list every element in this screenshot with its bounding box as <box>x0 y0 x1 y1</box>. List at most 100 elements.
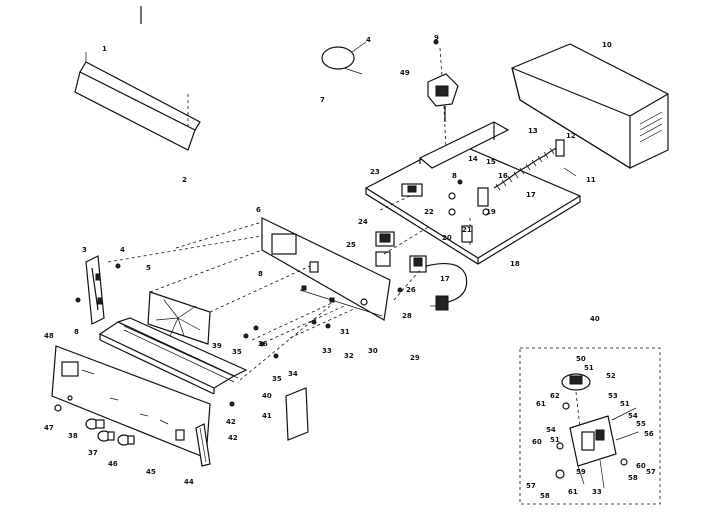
label-51c: 51 <box>550 436 560 444</box>
label-40b: 40 <box>590 315 600 323</box>
label-11: 11 <box>586 176 596 184</box>
label-57b: 57 <box>526 482 536 490</box>
bracket-part-13 <box>418 121 510 169</box>
label-49: 49 <box>400 69 410 77</box>
label-59: 59 <box>576 468 586 476</box>
knob-46 <box>117 434 135 446</box>
label-10: 10 <box>602 41 612 49</box>
control-bar-part <box>98 317 248 395</box>
label-24: 24 <box>358 218 368 226</box>
label-48: 48 <box>44 332 54 340</box>
label-1: 1 <box>102 45 107 53</box>
trim-bar-part <box>74 52 201 151</box>
label-6: 6 <box>256 206 261 214</box>
label-23: 23 <box>370 168 380 176</box>
label-45: 45 <box>146 468 156 476</box>
label-31: 31 <box>340 328 350 336</box>
screws-hardware <box>75 39 463 407</box>
label-4a: 4 <box>366 36 371 44</box>
label-51a: 51 <box>584 364 594 372</box>
label-21: 21 <box>462 226 472 234</box>
assembly-guide-lines <box>107 195 431 381</box>
label-40: 40 <box>262 392 272 400</box>
label-30: 30 <box>368 347 378 355</box>
label-58a: 58 <box>628 474 638 482</box>
rear-panel-part <box>261 217 391 321</box>
label-7: 7 <box>320 96 325 104</box>
label-56a: 56 <box>644 430 654 438</box>
label-33: 33 <box>322 347 332 355</box>
part-labels: 1 2 4 7 9 49 10 13 12 11 14 15 16 17 23 … <box>44 34 656 500</box>
wire-harness-part <box>425 263 468 311</box>
label-38: 38 <box>68 432 78 440</box>
label-8a: 8 <box>452 172 457 180</box>
label-35b: 35 <box>272 375 282 383</box>
housing-cover-part <box>511 43 669 170</box>
label-42a: 42 <box>226 418 236 426</box>
side-trim-part <box>285 387 309 441</box>
label-61b: 61 <box>568 488 578 496</box>
label-26: 26 <box>406 286 416 294</box>
label-16: 16 <box>498 172 508 180</box>
label-54b: 54 <box>546 426 556 434</box>
label-39: 39 <box>212 342 222 350</box>
label-36: 36 <box>258 340 268 348</box>
label-57a: 57 <box>646 468 656 476</box>
label-13: 13 <box>528 127 538 135</box>
label-42b: 42 <box>228 434 238 442</box>
label-62: 62 <box>550 392 560 400</box>
wire-loop-part <box>321 41 367 75</box>
label-17b: 17 <box>440 275 450 283</box>
label-32: 32 <box>344 352 354 360</box>
label-14: 14 <box>468 155 478 163</box>
label-29: 29 <box>410 354 420 362</box>
display-window-part <box>147 291 211 345</box>
label-35: 35 <box>232 348 242 356</box>
label-19: 19 <box>486 208 496 216</box>
label-4b: 4 <box>120 246 125 254</box>
label-33b: 33 <box>592 488 602 496</box>
label-28: 28 <box>402 312 412 320</box>
label-9: 9 <box>434 34 439 42</box>
side-bracket-part <box>85 255 105 325</box>
label-37: 37 <box>88 449 98 457</box>
knob-38 <box>85 418 105 430</box>
label-41: 41 <box>262 412 272 420</box>
label-17a: 17 <box>526 191 536 199</box>
label-8b: 8 <box>258 270 263 278</box>
label-50: 50 <box>576 355 586 363</box>
label-8c: 8 <box>74 328 79 336</box>
relay-part-22 <box>401 183 423 197</box>
label-55: 55 <box>636 420 646 428</box>
label-18: 18 <box>510 260 520 268</box>
label-52: 52 <box>606 372 616 380</box>
label-15: 15 <box>486 158 496 166</box>
label-53: 53 <box>608 392 618 400</box>
label-25: 25 <box>346 241 356 249</box>
label-2: 2 <box>182 176 187 184</box>
label-61a: 61 <box>536 400 546 408</box>
heating-coil-part <box>493 139 577 191</box>
label-20: 20 <box>442 234 452 242</box>
label-54a: 54 <box>628 412 638 420</box>
label-51b: 51 <box>620 400 630 408</box>
knob-37 <box>97 430 115 442</box>
plate-hardware <box>448 187 490 248</box>
label-60b: 60 <box>636 462 646 470</box>
label-58b: 58 <box>540 492 550 500</box>
label-12: 12 <box>566 132 576 140</box>
label-46: 46 <box>108 460 118 468</box>
end-bracket-part <box>195 423 211 467</box>
label-60a: 60 <box>532 438 542 446</box>
label-34: 34 <box>288 370 298 378</box>
switch-parts-24-25 <box>375 231 427 273</box>
label-47: 47 <box>44 424 54 432</box>
inset-detail-box <box>519 347 661 505</box>
switch-part-49 <box>427 47 459 151</box>
control-knobs <box>54 395 135 446</box>
label-5: 5 <box>146 264 151 272</box>
label-22: 22 <box>424 208 434 216</box>
label-3: 3 <box>82 246 87 254</box>
label-44: 44 <box>184 478 194 486</box>
